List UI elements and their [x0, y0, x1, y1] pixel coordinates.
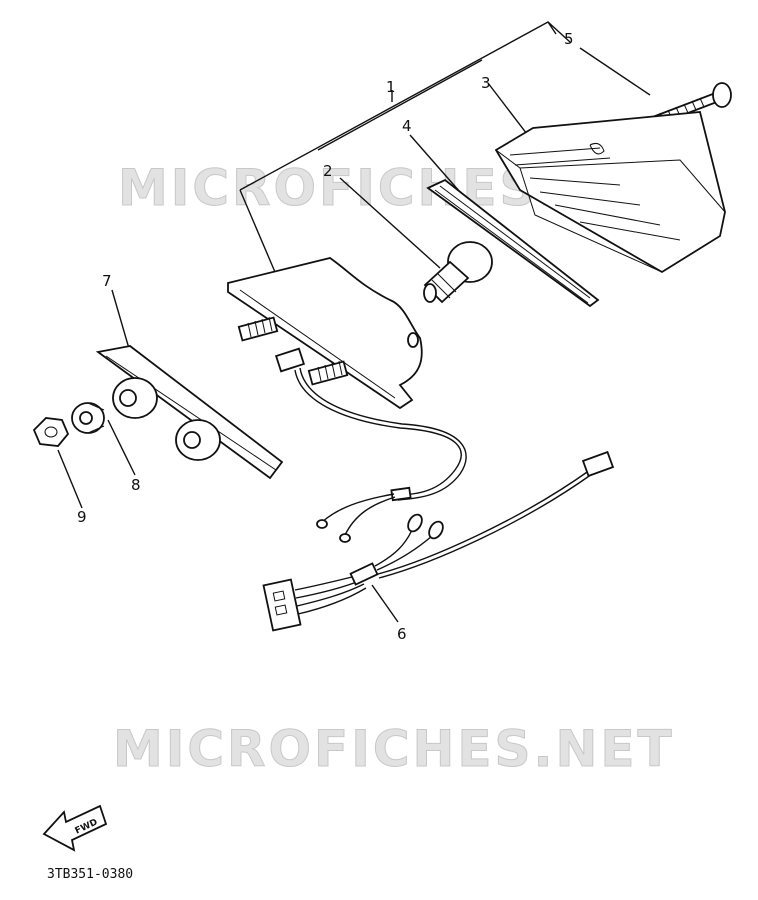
callout-7: 7 — [102, 272, 112, 290]
watermark-bottom: MICROFICHES.NET — [113, 720, 675, 778]
callout-5: 5 — [564, 30, 574, 48]
callout-8: 8 — [131, 476, 141, 494]
callout-2: 2 — [323, 162, 333, 180]
callout-3: 3 — [481, 74, 491, 92]
callout-9: 9 — [77, 508, 87, 526]
fwd-arrow-icon: FWD — [42, 804, 108, 852]
part-tail-lens — [494, 111, 726, 274]
part-housing — [227, 257, 423, 410]
diagram-code: 3TB351-0380 — [47, 867, 133, 882]
wire-harness-lead — [294, 367, 467, 543]
part-bulb — [423, 241, 493, 304]
part-grommets — [112, 377, 221, 461]
callout-1: 1 — [386, 78, 396, 96]
callout-4: 4 — [402, 117, 412, 135]
leader-lines — [57, 21, 651, 623]
part-wiring-harness — [262, 450, 615, 632]
callout-6: 6 — [397, 625, 407, 643]
part-collar — [71, 402, 105, 434]
part-nut — [32, 417, 70, 447]
part-gasket — [426, 178, 600, 308]
